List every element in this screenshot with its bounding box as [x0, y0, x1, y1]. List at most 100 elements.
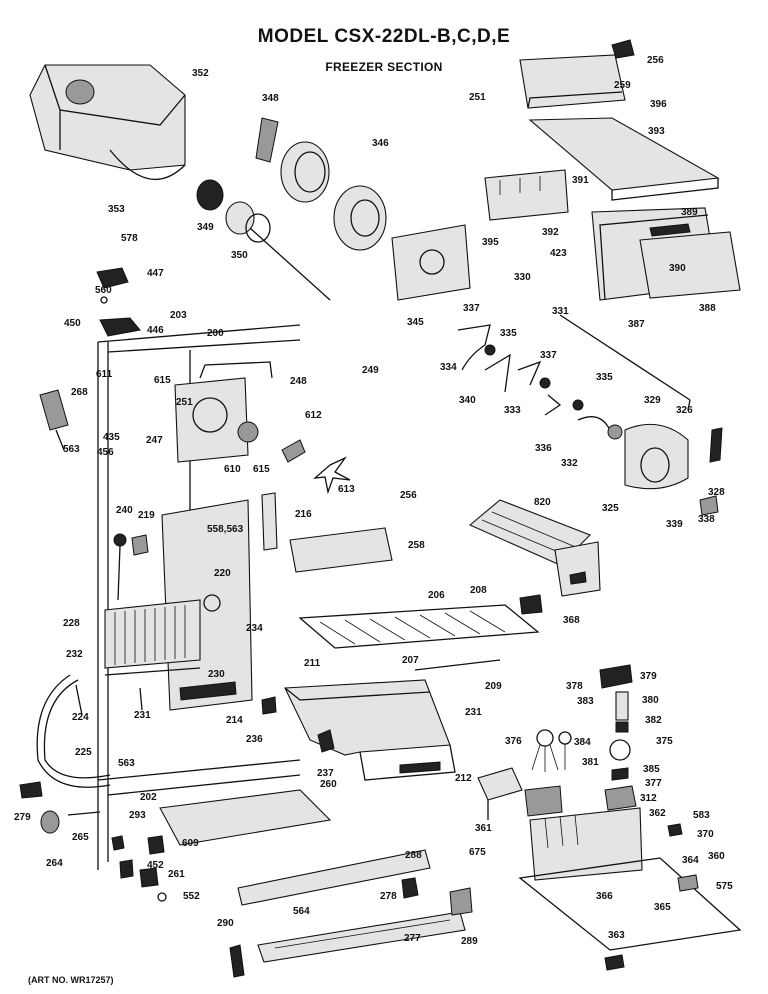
callout-labels: 3523483463533493505784475604504462032002… — [14, 55, 733, 947]
callout-675: 675 — [469, 847, 486, 858]
model-title: MODEL CSX-22DL-B,C,D,E — [257, 26, 511, 47]
clamp-268 — [39, 389, 69, 451]
callout-376: 376 — [505, 736, 522, 747]
callout-435: 435 — [103, 432, 120, 443]
callout-393: 393 — [648, 126, 665, 137]
callout-211: 211 — [304, 658, 321, 669]
callout-613: 613 — [338, 484, 355, 495]
callout-207: 207 — [402, 655, 419, 666]
small-parts-609 — [111, 835, 167, 902]
callout-452: 452 — [147, 860, 164, 871]
section-title: FREEZER SECTION — [325, 60, 443, 74]
small-parts-362 — [604, 823, 699, 971]
callout-611: 611 — [96, 369, 113, 380]
callout-447: 447 — [147, 268, 164, 279]
callout-563: 563 — [63, 444, 80, 455]
callout-268: 268 — [71, 387, 88, 398]
callout-289: 289 — [461, 936, 478, 947]
callout-231: 231 — [134, 710, 151, 721]
callout-382: 382 — [645, 715, 662, 726]
callout-446: 446 — [147, 325, 164, 336]
ice-maker-housing-387 — [591, 207, 741, 301]
callout-256: 256 — [647, 55, 664, 66]
toe-grille-288 — [229, 849, 466, 978]
callout-231: 231 — [465, 707, 482, 718]
art-number: (ART NO. WR17257) — [28, 975, 114, 985]
callout-220: 220 — [214, 568, 231, 579]
callout-278: 278 — [380, 891, 397, 902]
rod-329 — [559, 314, 691, 411]
callout-609: 609 — [182, 838, 199, 849]
callout-395: 395 — [482, 237, 499, 248]
callout-362: 362 — [649, 808, 666, 819]
callout-225: 225 — [75, 747, 92, 758]
callout-216: 216 — [295, 509, 312, 520]
callout-363: 363 — [608, 930, 625, 941]
callout-423: 423 — [550, 248, 567, 259]
control-plate-345 — [391, 224, 471, 301]
callout-293: 293 — [129, 810, 146, 821]
callout-380: 380 — [642, 695, 659, 706]
callout-230: 230 — [208, 669, 225, 680]
callout-200: 200 — [207, 328, 224, 339]
callout-325: 325 — [602, 503, 619, 514]
callout-248: 248 — [290, 376, 307, 387]
wire-shelf-206 — [298, 604, 540, 671]
callout-564: 564 — [293, 906, 310, 917]
fan-motor-612 — [281, 439, 306, 463]
callout-337: 337 — [540, 350, 557, 361]
switch-370 — [524, 785, 563, 817]
sensor-240 — [113, 533, 149, 601]
callout-329: 329 — [644, 395, 661, 406]
callout-366: 366 — [596, 891, 613, 902]
callout-391: 391 — [572, 175, 589, 186]
small-parts-236 — [75, 684, 335, 753]
callout-388: 388 — [699, 303, 716, 314]
base-pan-360 — [518, 807, 742, 951]
plate-260 — [159, 789, 332, 846]
callout-259: 259 — [614, 80, 631, 91]
callout-265: 265 — [72, 832, 89, 843]
callout-340: 340 — [459, 395, 476, 406]
callout-381: 381 — [582, 757, 599, 768]
callout-338: 338 — [698, 514, 715, 525]
callout-277: 277 — [404, 933, 421, 944]
callout-377: 377 — [645, 778, 662, 789]
bracket-395 — [484, 169, 569, 221]
callout-237: 237 — [317, 768, 334, 779]
callout-234: 234 — [246, 623, 263, 634]
callout-264: 264 — [46, 858, 63, 869]
callout-232: 232 — [66, 649, 83, 660]
ice-bucket-352 — [29, 64, 186, 180]
callout-612: 612 — [305, 410, 322, 421]
callout-346: 346 — [372, 138, 389, 149]
evaporator-coil-228 — [104, 599, 201, 676]
dispenser-door-259 — [519, 54, 626, 109]
callout-348: 348 — [262, 93, 279, 104]
callout-361: 361 — [475, 823, 492, 834]
callout-330: 330 — [514, 272, 531, 283]
callout-260: 260 — [320, 779, 337, 790]
callout-240: 240 — [116, 505, 133, 516]
shield-312 — [477, 767, 523, 820]
bracket-368 — [519, 594, 543, 615]
callout-558-563: 558,563 — [207, 524, 244, 535]
callout-339: 339 — [666, 519, 683, 530]
callout-563: 563 — [118, 758, 135, 769]
callout-290: 290 — [217, 918, 234, 929]
water-valve-parts — [599, 664, 637, 811]
callout-375: 375 — [656, 736, 673, 747]
callout-578: 578 — [121, 233, 138, 244]
callout-364: 364 — [682, 855, 699, 866]
callout-350: 350 — [231, 250, 248, 261]
callout-615: 615 — [154, 375, 171, 386]
callout-336: 336 — [535, 443, 552, 454]
linkage-334 — [457, 324, 611, 431]
auger-motor-325 — [607, 423, 689, 490]
callout-349: 349 — [197, 222, 214, 233]
callout-389: 389 — [681, 207, 698, 218]
callout-360: 360 — [708, 851, 725, 862]
callout-335: 335 — [500, 328, 517, 339]
callout-206: 206 — [428, 590, 445, 601]
